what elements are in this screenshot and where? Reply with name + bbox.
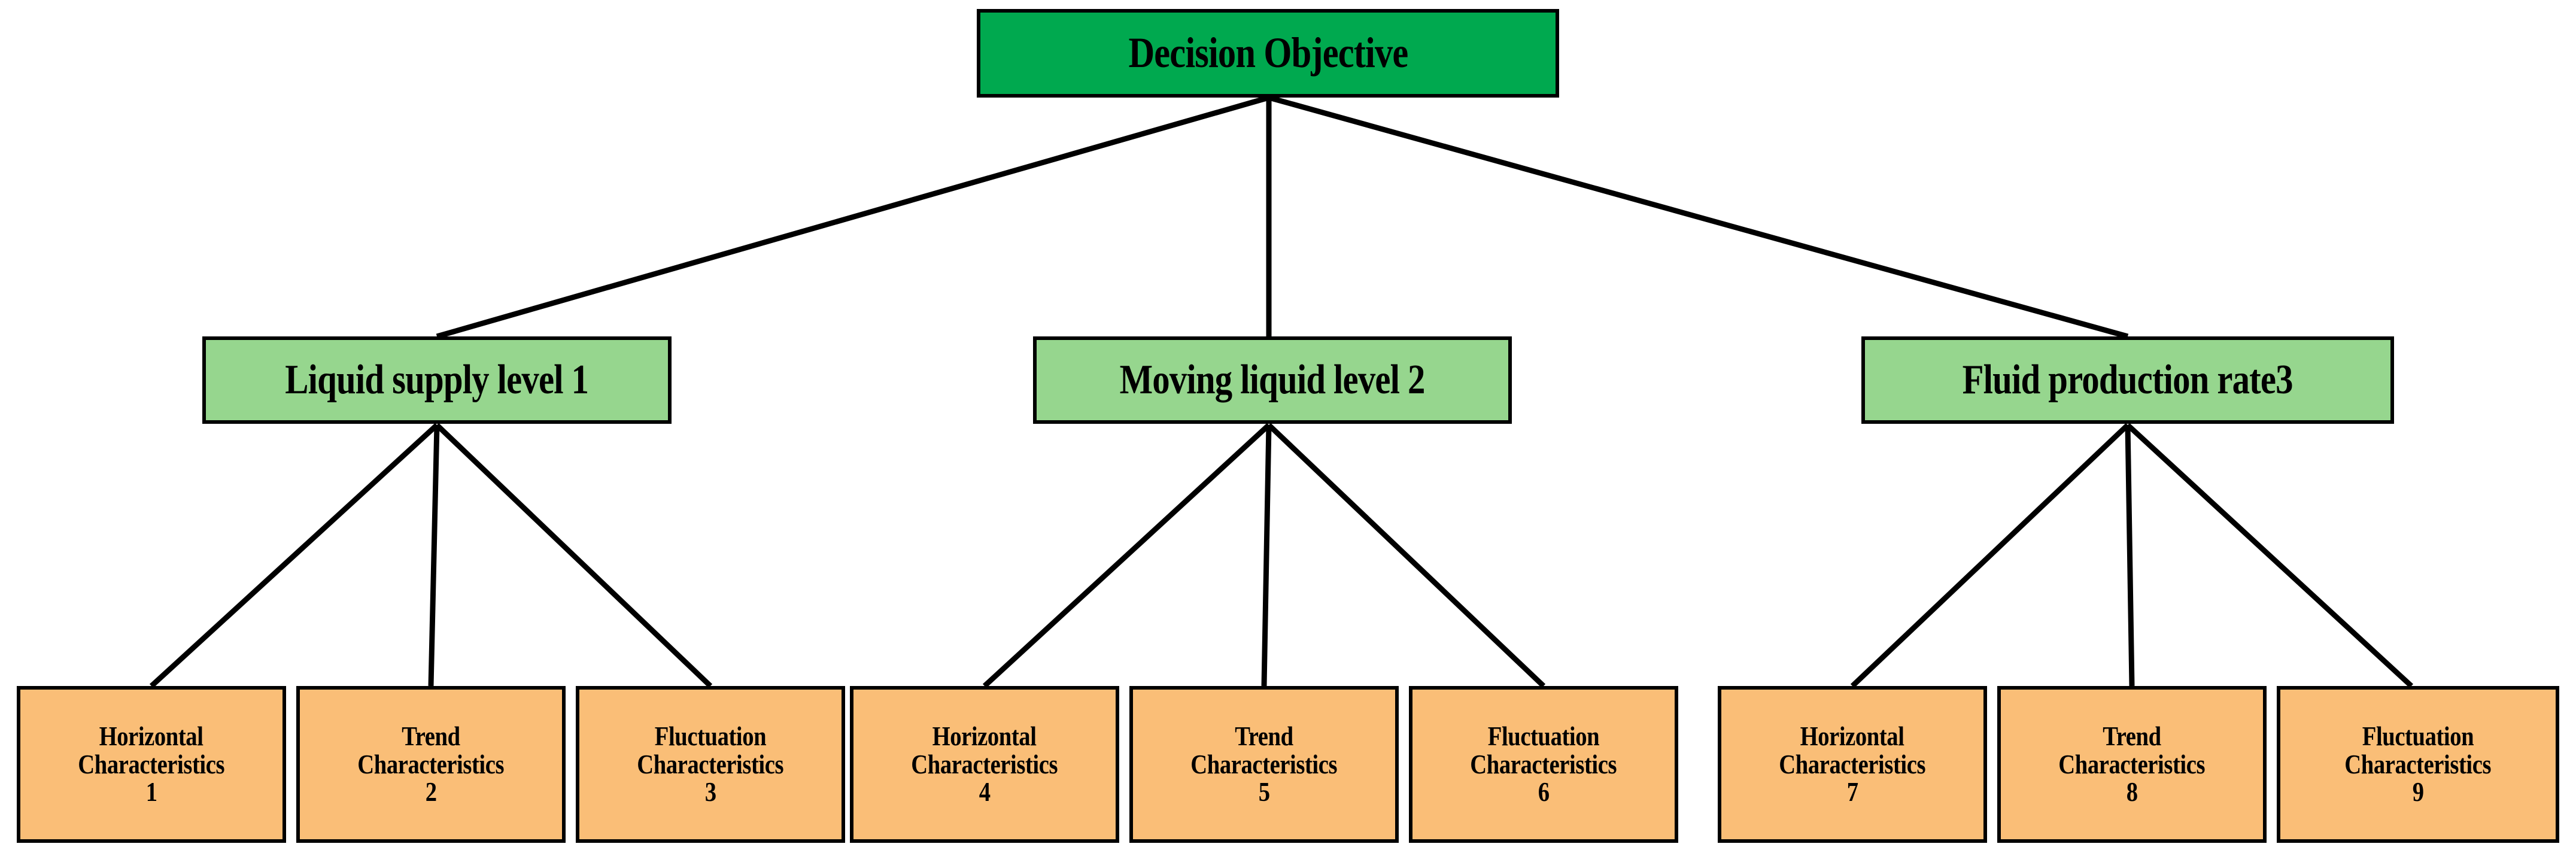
node-decision-objective[interactable]: Decision Objective: [977, 9, 1559, 98]
edge-criterion-3-to-leaf-9: [2125, 423, 2414, 688]
edge-criterion-3-to-leaf-8: [2125, 424, 2135, 687]
node-leaf-3-line-2: Characteristics: [637, 748, 784, 779]
node-leaf-4-line-3: 4: [979, 776, 991, 808]
edge-criterion-2-to-leaf-5: [1261, 424, 1272, 687]
edge-criterion-2-to-leaf-6: [1266, 423, 1546, 688]
node-leaf-6[interactable]: Fluctuation Characteristics 6: [1409, 686, 1678, 843]
node-leaf-8-line-3: 8: [2126, 776, 2138, 808]
node-leaf-8-line-1: Trend: [2103, 720, 2161, 751]
edge-criterion-1-to-leaf-2: [428, 424, 440, 687]
edge-criterion-2-to-leaf-4: [982, 423, 1271, 688]
node-leaf-5-line-2: Characteristics: [1190, 748, 1338, 779]
node-leaf-6-line-3: 6: [1538, 776, 1550, 808]
node-leaf-4-line-2: Characteristics: [911, 748, 1058, 779]
node-leaf-4-line-1: Horizontal: [932, 720, 1037, 751]
edge-criterion-1-to-leaf-1: [149, 423, 439, 688]
node-leaf-1[interactable]: Horizontal Characteristics 1: [17, 686, 286, 843]
node-leaf-3-line-1: Fluctuation: [654, 720, 767, 751]
node-leaf-7-line-2: Characteristics: [1779, 748, 1926, 779]
node-leaf-7[interactable]: Horizontal Characteristics 7: [1718, 686, 1987, 843]
node-leaf-5-line-1: Trend: [1235, 720, 1293, 751]
node-leaf-9-line-2: Characteristics: [2344, 748, 2492, 779]
node-leaf-2-line-1: Trend: [402, 720, 460, 751]
node-leaf-6-line-1: Fluctuation: [1487, 720, 1600, 751]
edge-root-to-criterion-1: [436, 95, 1270, 339]
node-leaf-8[interactable]: Trend Characteristics 8: [1997, 686, 2267, 843]
node-criterion-3[interactable]: Fluid production rate3: [1861, 336, 2394, 424]
node-leaf-5[interactable]: Trend Characteristics 5: [1129, 686, 1399, 843]
node-criterion-2-label: Moving liquid level 2: [1120, 357, 1426, 403]
node-leaf-9-line-1: Fluctuation: [2362, 720, 2474, 751]
node-leaf-7-line-1: Horizontal: [1800, 720, 1904, 751]
edge-criterion-1-to-leaf-3: [435, 423, 713, 688]
node-leaf-7-line-3: 7: [1846, 776, 1858, 808]
node-criterion-1-label: Liquid supply level 1: [285, 357, 590, 403]
node-leaf-1-line-2: Characteristics: [78, 748, 225, 779]
node-leaf-2[interactable]: Trend Characteristics 2: [296, 686, 566, 843]
node-leaf-3-line-3: 3: [704, 776, 716, 808]
node-decision-objective-label: Decision Objective: [1128, 29, 1408, 77]
node-criterion-2[interactable]: Moving liquid level 2: [1033, 336, 1512, 424]
node-leaf-1-line-1: Horizontal: [99, 720, 203, 751]
node-leaf-3[interactable]: Fluctuation Characteristics 3: [576, 686, 845, 843]
edge-criterion-3-to-leaf-7: [1850, 423, 2130, 688]
node-criterion-3-label: Fluid production rate3: [1962, 357, 2294, 403]
node-leaf-2-line-3: 2: [425, 776, 437, 808]
node-leaf-6-line-2: Characteristics: [1470, 748, 1617, 779]
node-leaf-5-line-3: 5: [1258, 776, 1270, 808]
node-leaf-2-line-2: Characteristics: [357, 748, 505, 779]
node-leaf-1-line-3: 1: [145, 776, 157, 808]
node-criterion-1[interactable]: Liquid supply level 1: [202, 336, 672, 424]
node-leaf-4[interactable]: Horizontal Characteristics 4: [850, 686, 1119, 843]
node-leaf-9[interactable]: Fluctuation Characteristics 9: [2277, 686, 2559, 843]
node-leaf-9-line-3: 9: [2412, 776, 2424, 808]
node-leaf-8-line-2: Characteristics: [2058, 748, 2206, 779]
edge-root-to-criterion-3: [1268, 95, 2129, 339]
